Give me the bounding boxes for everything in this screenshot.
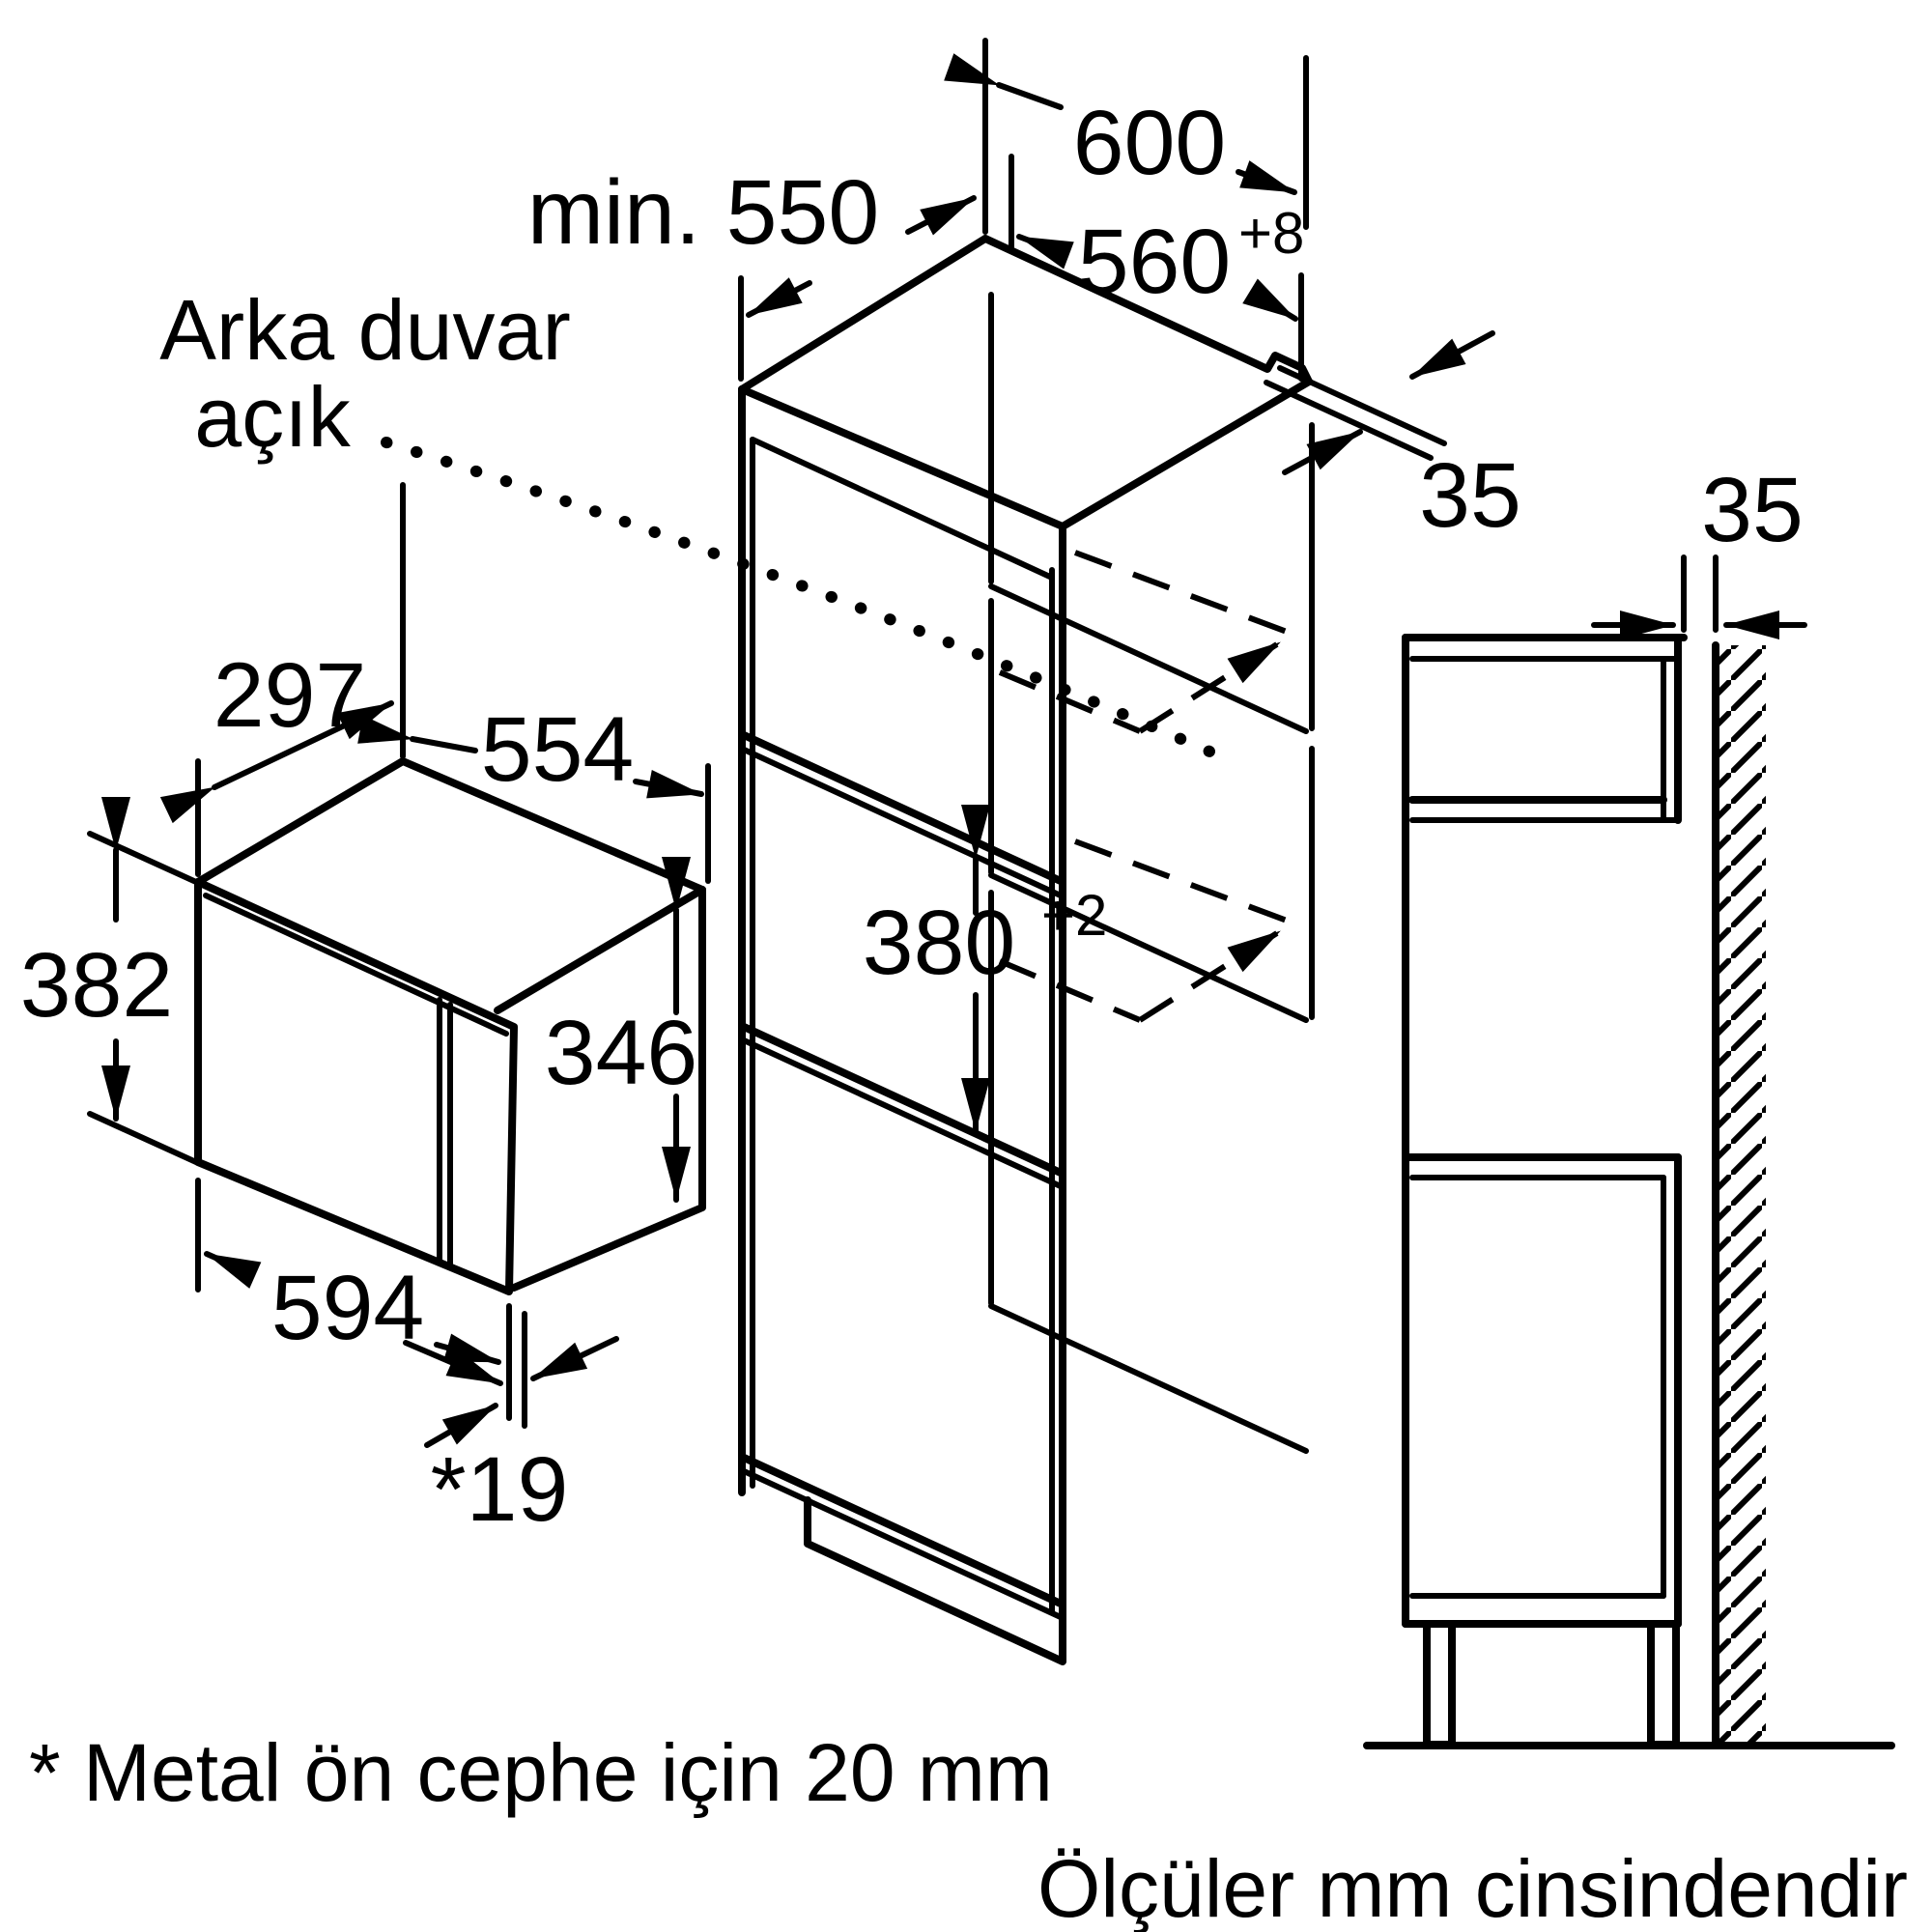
shelf2-front-top-edge: [738, 1022, 1066, 1178]
back-wall-note: Arka duvar açık: [159, 282, 1237, 767]
dim-label-35-side: 35: [1701, 459, 1804, 561]
back-note-line2: açık: [194, 369, 351, 465]
dim-label-35-top: 35: [1419, 444, 1521, 547]
dim-label-min550: min. 550: [527, 161, 879, 264]
side-view-section: [1363, 634, 1895, 1749]
cabinet-top-back-edge-with-notch: [981, 235, 1313, 385]
dimension-554: 554: [357, 698, 711, 884]
cabinet-feet: [1423, 1620, 1680, 1748]
arrow-c: [424, 1403, 498, 1448]
bottom-floor-back-edge: [988, 1303, 1309, 1454]
dimension-382: 382: [20, 797, 199, 1165]
shelf-removal-arrow: [1138, 928, 1282, 1023]
dimension-346: 346: [545, 857, 698, 1203]
dashed-shelf-back-edge: [1073, 838, 1296, 926]
back-note-line1: Arka duvar: [159, 282, 571, 378]
removable-shelf-dashed-lower: [998, 838, 1296, 1023]
arrow-right: [1236, 160, 1297, 195]
dim-label-382: 382: [20, 934, 174, 1037]
arrow-b: [530, 1336, 619, 1381]
arrow-right: [905, 195, 977, 236]
dimension-min-550: min. 550: [527, 161, 977, 382]
door-top-inner-line: [203, 893, 509, 1037]
arrow-right: [403, 1340, 503, 1386]
cabinet-plinth: [804, 1496, 1066, 1665]
bottom-panel-front-bottom-edge: [739, 1467, 1065, 1621]
dim-label-560: 560: [1078, 211, 1232, 313]
arrow-left: [204, 1251, 262, 1289]
arrow-a: [434, 1333, 501, 1365]
shelf1-front-top-edge: [738, 730, 1066, 886]
arrow-left: [746, 277, 812, 318]
microwave-body-right-edge: [510, 886, 706, 1292]
dimension-594: 594: [195, 1178, 512, 1421]
dim-label-600: 600: [1073, 92, 1227, 194]
shelf-removal-arrow: [1138, 639, 1282, 734]
dimension-19: *19: [424, 1311, 619, 1541]
shelf2-front-bottom-edge: [739, 1037, 1065, 1190]
extension-lines: [195, 1178, 512, 1421]
cabinet-top-left-edge: [738, 235, 989, 393]
arrow-left: [944, 53, 1064, 110]
dim-label-297: 297: [213, 644, 367, 747]
dim-label-380-tolerance: +2: [1041, 883, 1107, 948]
niche-floor-back-edge: [988, 872, 1309, 1023]
microwave-door-front: [194, 878, 518, 1295]
dim-label-554: 554: [481, 698, 635, 801]
dim-label-380: 380: [863, 892, 1016, 994]
dim-label-560-tolerance: +8: [1238, 201, 1304, 266]
microwave-isometric: [194, 757, 706, 1295]
shelf1-front-bottom-edge: [739, 746, 1065, 899]
extension-lines: [1681, 554, 1719, 633]
wall-hatching: [1716, 645, 1766, 1746]
dimension-297: 297: [159, 482, 406, 877]
cabinet-top-right-edge: [1059, 378, 1313, 530]
dim-label-19: *19: [431, 1438, 569, 1541]
units-note: Ölçüler mm cinsindendir: [1037, 1843, 1908, 1932]
extension-lines: [1009, 154, 1304, 382]
arrow-lower: [1282, 429, 1363, 475]
cabinet-isometric: [738, 235, 1315, 1665]
removable-shelf-dashed-upper: [998, 550, 1296, 734]
arrow-right: [633, 769, 704, 799]
arrow-left: [1016, 234, 1074, 270]
dimension-35-side: 35: [1591, 459, 1807, 639]
arrow-left: [357, 715, 478, 753]
dimension-35-top: 35: [1264, 330, 1521, 547]
arrow-upper: [1409, 330, 1495, 380]
door-gap-lines: [437, 997, 453, 1269]
dashed-shelf-front-edge: [998, 958, 1142, 1023]
dimension-380-plus2: 380 +2: [863, 805, 1107, 1134]
dim-label-594: 594: [271, 1257, 425, 1359]
dimension-560-plus8: 560 +8: [1009, 154, 1304, 382]
cabinet-top-front-edge: [738, 385, 1066, 530]
arrow-right: [1242, 278, 1298, 322]
dimension-600: 600: [944, 38, 1309, 235]
footnote-metal-front: * Metal ön cephe için 20 mm: [29, 1727, 1053, 1818]
dashed-shelf-front-edge: [998, 669, 1142, 734]
gap-lines: [1264, 365, 1447, 461]
dashed-shelf-back-edge: [1073, 550, 1296, 638]
shelf1-back-edge: [988, 583, 1309, 734]
bottom-panel-front-top-edge: [738, 1453, 1066, 1608]
cabinet-inner-ceiling-edge: [750, 437, 1055, 581]
dim-label-346: 346: [545, 1002, 698, 1104]
